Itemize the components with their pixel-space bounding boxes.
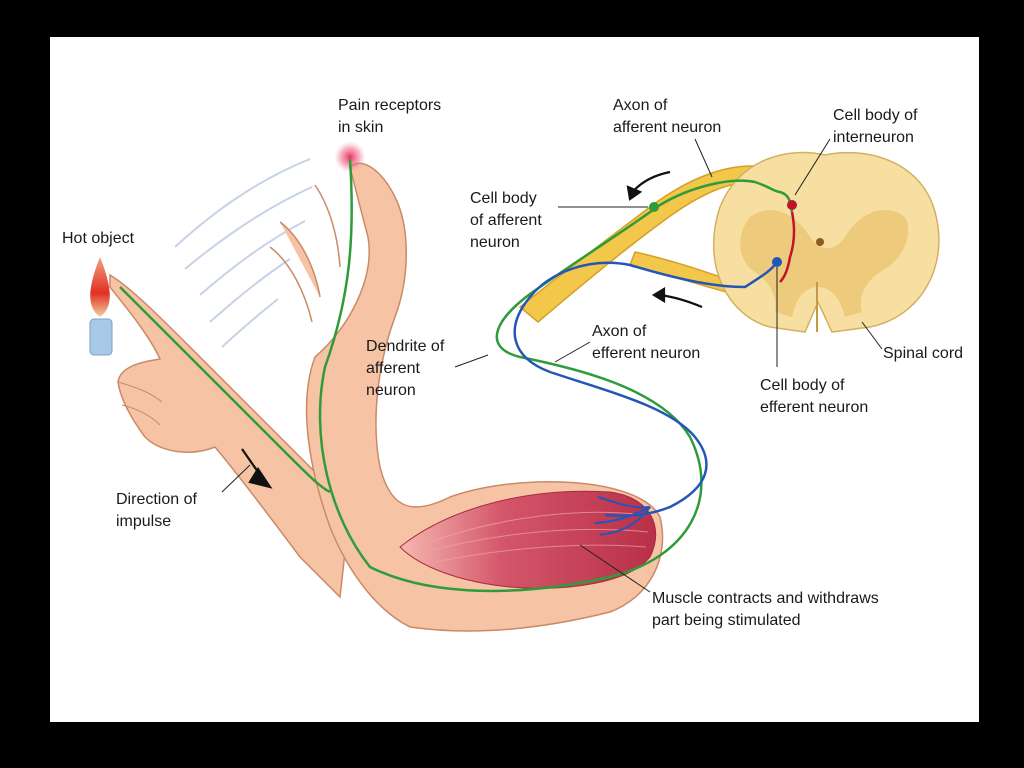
afferent-neuron-path [119, 158, 794, 593]
biceps-muscle [399, 490, 657, 589]
label-hot-object: Hot object [62, 230, 135, 247]
efferent-neuron-path [513, 261, 779, 517]
reflex-arc-illustration [89, 138, 940, 632]
label-spinal-cord: Spinal cord [883, 345, 964, 362]
impulse-arrow-icon [241, 170, 703, 489]
interneuron-path [779, 211, 796, 283]
afferent-cell-body [649, 202, 659, 212]
spinal-cord-section [712, 151, 940, 333]
candle-icon [89, 257, 113, 356]
label-leader-lines [221, 138, 883, 593]
pain-glow-icon [334, 141, 366, 173]
first-hand-position [109, 273, 351, 599]
efferent-nerve-endings [594, 496, 651, 536]
flame-icon [90, 257, 110, 317]
motion-lines [174, 158, 313, 348]
efferent-cell-body [772, 257, 782, 267]
interneuron-cell-body [787, 200, 797, 210]
